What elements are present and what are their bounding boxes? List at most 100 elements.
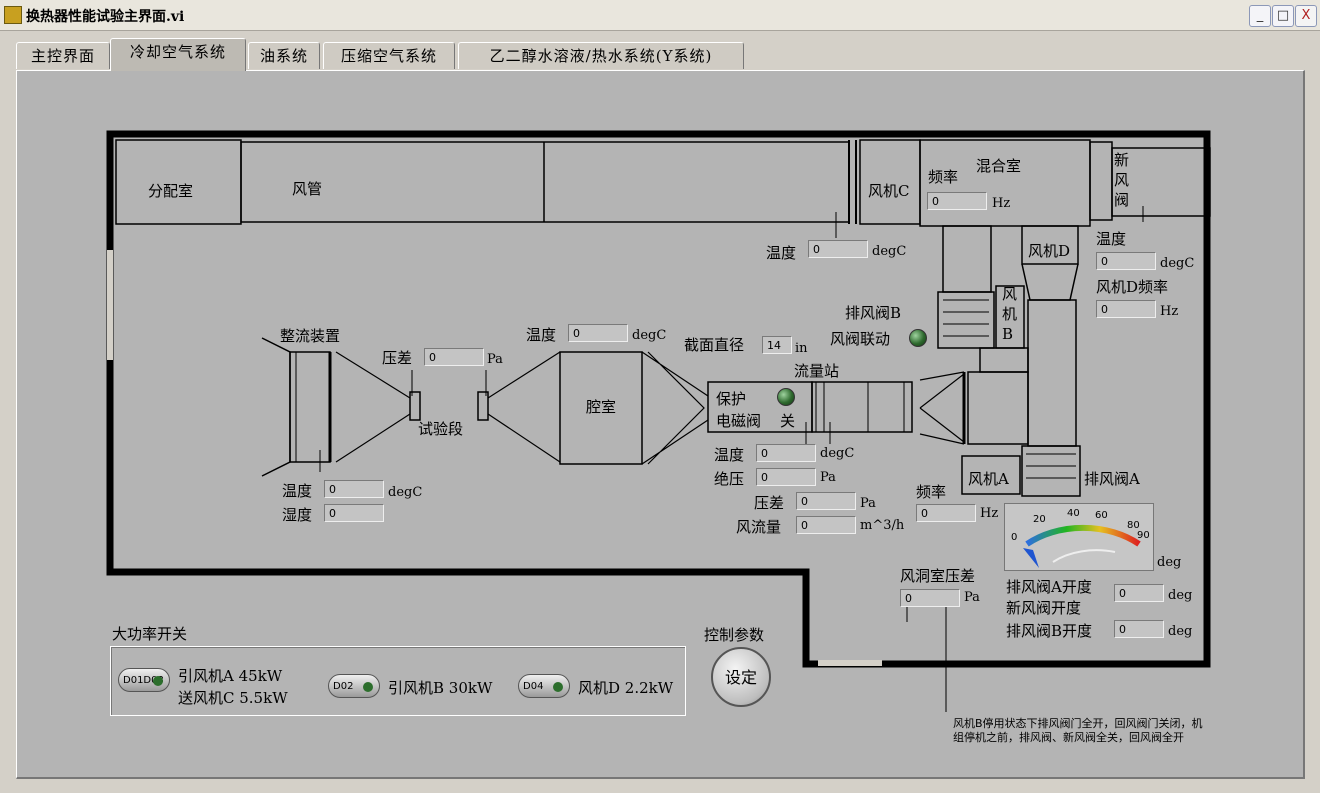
solenoid-valve-label: 电磁阀: [716, 412, 762, 430]
fan-a-c-switch-tag: D01D03: [123, 675, 164, 686]
title-bar: 换热器性能试验主界面.vi _ □ X: [0, 0, 1320, 31]
flow-temp-unit: degC: [820, 446, 855, 461]
gauge-tick-60: 60: [1095, 510, 1108, 521]
flow-abs-label: 绝压: [714, 470, 745, 488]
operation-note: 风机B停用状态下排风阀门全开，回风阀门关闭，机组停机之前，排风阀、新风阀全关，回…: [953, 717, 1203, 744]
inlet-temp-field[interactable]: 0: [324, 480, 384, 498]
duct-temp-label: 温度: [766, 244, 797, 262]
tunnel-dp-field[interactable]: 0: [900, 589, 960, 607]
test-dp-field[interactable]: 0: [424, 348, 484, 366]
flow-dp-label: 压差: [754, 494, 785, 512]
app-icon: [4, 6, 22, 24]
fan-d-temp-unit: degC: [1160, 256, 1195, 271]
tab-cooling-air[interactable]: 冷却空气系统: [110, 38, 246, 71]
fan-d-frequency-label: 风机D频率: [1096, 278, 1169, 296]
flow-abs-field[interactable]: 0: [756, 468, 816, 486]
gauge-unit: deg: [1157, 555, 1182, 570]
fan-d-freq-field[interactable]: 0: [1096, 300, 1156, 318]
fan-b-switch-tag: D02: [333, 681, 354, 692]
fan-a-power-label: 引风机A 45kW: [178, 667, 283, 685]
duct-label: 风管: [292, 180, 323, 198]
inlet-humidity-label: 湿度: [282, 506, 313, 524]
fan-c-power-label: 送风机C 5.5kW: [178, 689, 288, 707]
damper-link-indicator: [909, 329, 927, 347]
power-switch-title: 大功率开关: [112, 625, 188, 643]
fan-d-label: 风机D: [1028, 242, 1071, 260]
fan-c-freq-field[interactable]: 0: [927, 192, 987, 210]
switch-knob: [553, 682, 563, 692]
fan-a-freq-label: 频率: [916, 483, 947, 501]
chamber-temp-label: 温度: [526, 326, 557, 344]
fan-d-temp-label: 温度: [1096, 230, 1127, 248]
gauge-tick-40: 40: [1067, 508, 1080, 519]
flow-temp-field[interactable]: 0: [756, 444, 816, 462]
test-dp-unit: Pa: [487, 352, 503, 367]
fan-d-power-switch[interactable]: D04: [518, 674, 570, 698]
fan-a-c-power-switch[interactable]: D01D03: [118, 668, 170, 692]
chamber-temp-field[interactable]: 0: [568, 324, 628, 342]
solenoid-valve-indicator[interactable]: [777, 388, 795, 406]
mixing-room-label: 混合室: [976, 157, 1022, 175]
exhaust-b-open-field[interactable]: 0: [1114, 620, 1164, 638]
switch-off-label: 关: [780, 412, 796, 430]
section-diameter-field[interactable]: 14: [762, 336, 792, 354]
flow-station-label: 流量站: [794, 362, 840, 380]
chamber-label: 腔室: [586, 398, 617, 416]
exhaust-b-open-label: 排风阀B开度: [1006, 622, 1093, 640]
switch-knob: [153, 676, 163, 686]
gauge-tick-80: 80: [1127, 520, 1140, 531]
fan-d-switch-tag: D04: [523, 681, 544, 692]
tab-main-control[interactable]: 主控界面: [16, 42, 110, 69]
fan-b-power-switch[interactable]: D02: [328, 674, 380, 698]
damper-angle-gauge: 0 20 40 60 80 90: [1004, 503, 1154, 571]
inlet-temp-label: 温度: [282, 482, 313, 500]
fan-d-temp-field[interactable]: 0: [1096, 252, 1156, 270]
inlet-temp-unit: degC: [388, 485, 423, 500]
fan-a-freq-field[interactable]: 0: [916, 504, 976, 522]
settings-button[interactable]: 设定: [711, 647, 771, 707]
duct-temp-field[interactable]: 0: [808, 240, 868, 258]
fan-c-label: 风机C: [868, 182, 910, 200]
tunnel-dp-unit: Pa: [964, 590, 980, 605]
duct-temp-unit: degC: [872, 244, 907, 259]
exhaust-a-open-field[interactable]: 0: [1114, 584, 1164, 602]
flow-dp-unit: Pa: [860, 496, 876, 511]
flow-abs-unit: Pa: [820, 470, 836, 485]
new-damper-label: 新风阀: [1114, 151, 1130, 209]
distribution-room-label: 分配室: [148, 182, 194, 200]
exhaust-a-open-label: 排风阀A开度: [1006, 578, 1092, 596]
flow-rate-unit: m^3/h: [860, 518, 905, 533]
flow-rate-field[interactable]: 0: [796, 516, 856, 534]
flow-dp-field[interactable]: 0: [796, 492, 856, 510]
flow-temp-label: 温度: [714, 446, 745, 464]
inlet-humidity-field[interactable]: 0: [324, 504, 384, 522]
test-section-label: 试验段: [418, 420, 464, 438]
exhaust-damper-b-label: 排风阀B: [845, 304, 902, 322]
fan-a-label: 风机A: [968, 470, 1009, 488]
chamber-temp-unit: degC: [632, 328, 667, 343]
control-params-label: 控制参数: [704, 626, 765, 644]
tunnel-dp-label: 风洞室压差: [900, 567, 976, 585]
tab-glycol-system[interactable]: 乙二醇水溶液/热水系统(Y系统): [458, 42, 744, 69]
exhaust-a-open-unit: deg: [1168, 588, 1193, 603]
close-button[interactable]: X: [1295, 5, 1317, 27]
section-diameter-unit: in: [795, 341, 808, 356]
section-diameter-label: 截面直径: [684, 336, 745, 354]
tab-compressed-air[interactable]: 压缩空气系统: [323, 42, 455, 69]
minimize-button[interactable]: _: [1249, 5, 1271, 27]
new-damper-open-label: 新风阀开度: [1006, 599, 1082, 617]
damper-link-label: 风阀联动: [830, 330, 891, 348]
flow-rate-label: 风流量: [736, 518, 782, 536]
fan-b-power-label: 引风机B 30kW: [388, 679, 493, 697]
window-title: 换热器性能试验主界面.vi: [26, 9, 185, 25]
fan-b-label: 风机B: [1002, 285, 1018, 343]
gauge-tick-0: 0: [1011, 532, 1017, 543]
fan-a-freq-unit: Hz: [980, 506, 999, 521]
fan-c-freq-unit: Hz: [992, 196, 1011, 211]
maximize-button[interactable]: □: [1272, 5, 1294, 27]
power-switch-group: [110, 646, 686, 716]
exhaust-b-open-unit: deg: [1168, 624, 1193, 639]
switch-knob: [363, 682, 373, 692]
tab-oil-system[interactable]: 油系统: [248, 42, 320, 69]
